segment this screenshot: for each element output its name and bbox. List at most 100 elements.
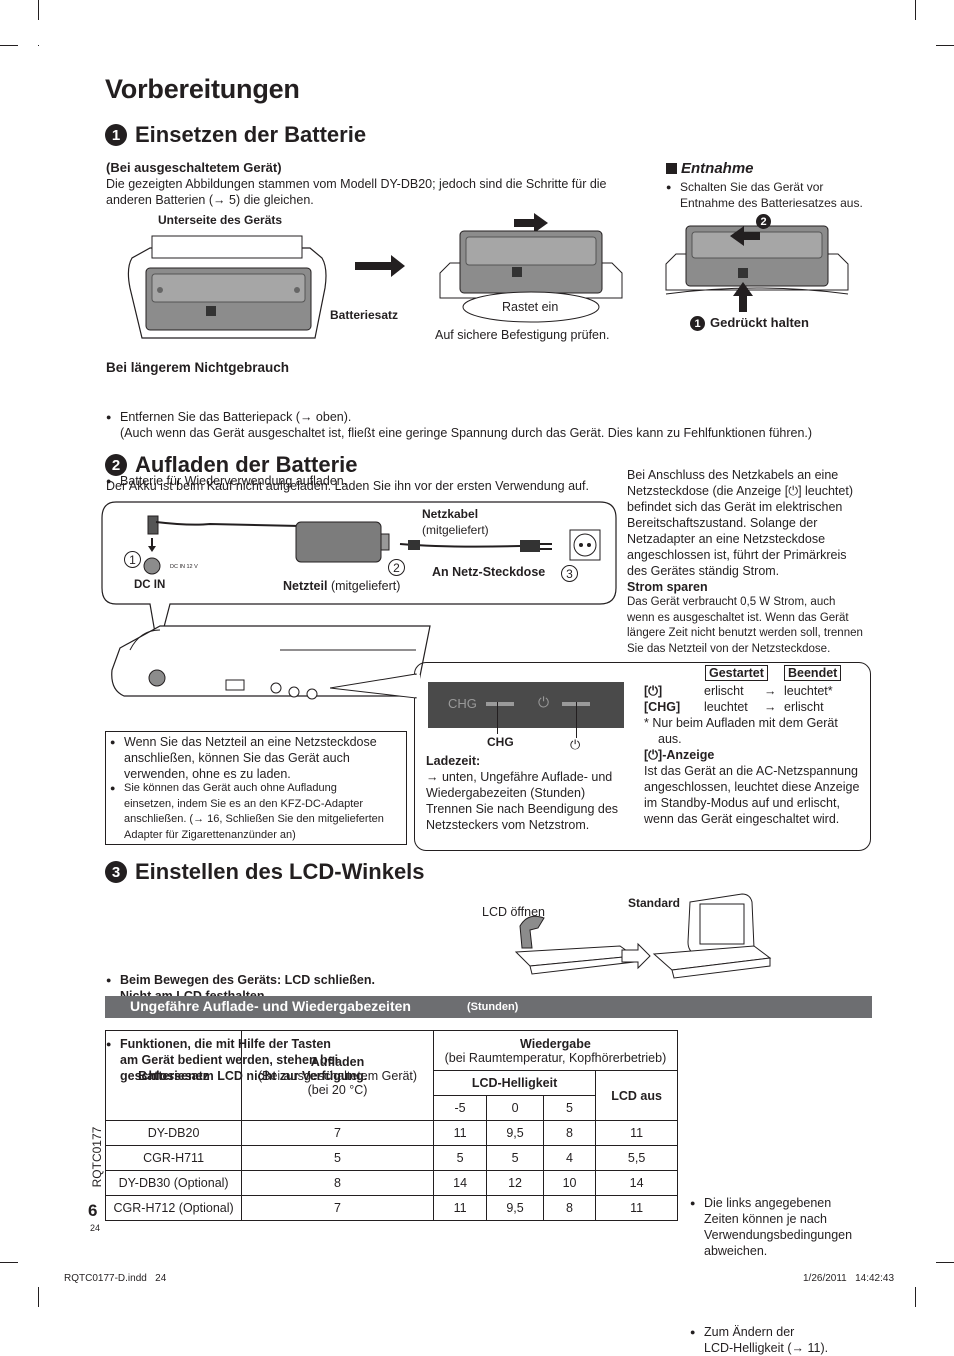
crop-mark: [936, 1262, 954, 1263]
charge-time-note: Ladezeit: → unten, Ungefähre Auflade- un…: [426, 753, 618, 833]
text-line: Zum Ändern der: [704, 1325, 795, 1339]
charge-time: 5: [241, 1145, 434, 1171]
play-time: 11: [432, 1120, 488, 1146]
nonuse-bullet: Batterie für Wiederverwendung aufladen.: [106, 473, 954, 489]
adapter-label-name: Netzteil: [283, 579, 328, 593]
text-line: Beim Bewegen des Geräts: LCD schließen.: [120, 973, 375, 987]
battery-name: CGR-H712 (Optional): [104, 1195, 243, 1221]
leader-line: [497, 702, 498, 734]
text-line: Netzadapter an eine Netzsteckdose: [627, 532, 826, 546]
header-brightness: LCD-Helligkeit: [432, 1070, 597, 1096]
text-line: Trennen Sie nach Beendigung des: [426, 802, 619, 816]
adapter-label-sub: (mitgeliefert): [330, 579, 401, 593]
header-lcd-off: LCD aus: [595, 1070, 678, 1121]
table-side-bullet: Die links angegebenen Zeiten können je n…: [690, 1195, 954, 1259]
text-line: Sie können das Gerät auch ohne Aufladung: [124, 782, 337, 794]
standard-label: Standard: [628, 896, 681, 910]
battery-removal-figure: [665, 225, 849, 312]
status-value: leuchtet: [704, 700, 748, 714]
play-time: 8: [542, 1120, 597, 1146]
times-banner-unit: (Stunden): [467, 1001, 519, 1013]
file-name: RQTC0177-D.indd 24: [64, 1273, 167, 1284]
text-line: Batterie für Wiederverwendung aufladen.: [120, 474, 348, 488]
play-time: 11: [432, 1195, 488, 1221]
status-row-label: [⏻]: [644, 684, 663, 698]
dc-in-label: DC IN: [134, 579, 166, 591]
play-time: 5,5: [595, 1145, 678, 1171]
header-playback-title: Wiedergabe: [520, 1036, 591, 1051]
text-line: Entnahme des Batteriesatzes aus.: [680, 196, 863, 210]
status-row-label: [CHG]: [644, 700, 681, 714]
header-charge-title: Aufladen: [310, 1054, 365, 1069]
section-title: Aufladen der Batterie: [135, 452, 358, 477]
charge-time: 7: [241, 1120, 434, 1146]
step-1-marker: 1: [124, 551, 141, 568]
section-number: 2: [105, 454, 127, 476]
lcd-angle-figure: [514, 893, 772, 979]
text-line: im Standby-Modus auf und erlischt,: [644, 796, 840, 810]
status-value: leuchtet*: [784, 684, 833, 698]
brightness-level: 0: [486, 1095, 544, 1121]
text-line: verwenden, ohne es zu laden.: [124, 767, 291, 781]
crop-mark: [915, 1287, 916, 1307]
table-row: CGR-H712 (Optional) 7 11 9,5 8 11: [104, 1195, 678, 1221]
times-banner-title: Ungefähre Auflade- und Wiedergabezeiten: [130, 998, 411, 1014]
crop-mark: [936, 45, 954, 46]
play-time: 5: [432, 1145, 488, 1171]
play-time: 9,5: [486, 1195, 544, 1221]
dc-in-small-label: DC IN 12 V: [170, 564, 198, 570]
device-underside-figure: [127, 235, 327, 339]
text-line: längere Zeit nicht benutzt werden soll, …: [627, 627, 863, 639]
indicator-note: [⏻]-Anzeige Ist das Gerät an die AC-Netz…: [644, 747, 859, 827]
play-time: 8: [542, 1195, 597, 1221]
text-line: aus.: [658, 732, 682, 746]
square-bullet-icon: [666, 163, 677, 174]
crop-mark: [38, 1287, 39, 1307]
battery-name: CGR-H711: [104, 1145, 243, 1171]
text-line: angeschlossen ist, führt der Primärkreis: [627, 548, 847, 562]
section-heading-lcd-angle: 3 Einstellen des LCD-Winkels: [105, 859, 425, 885]
text-line: → unten, Ungefähre Auflade- und: [426, 770, 613, 784]
print-date: 1/26/2011 14:42:43: [803, 1273, 895, 1284]
open-lcd-label: LCD öffnen: [482, 905, 546, 919]
times-banner: Ungefähre Auflade- und Wiedergabezeiten …: [105, 996, 872, 1018]
status-arrow: →: [764, 700, 777, 714]
text-line: Ist das Gerät an die AC-Netzspannung: [644, 764, 859, 778]
removal-title: Entnahme: [681, 160, 754, 177]
text-line: Schalten Sie das Gerät vor: [680, 180, 824, 194]
figure-label: Batteriesatz: [330, 308, 399, 322]
charge-time: 8: [241, 1170, 434, 1196]
status-header-finished: Beendet: [784, 665, 842, 681]
power-save-text: Das Gerät verbraucht 0,5 W Strom, auch w…: [627, 595, 863, 657]
play-time: 12: [486, 1170, 544, 1196]
leader-line: [576, 702, 577, 738]
power-cord-sublabel: (mitgeliefert): [422, 523, 489, 537]
nonuse-bullet: Entfernen Sie das Batteriepack (→ oben).…: [106, 409, 910, 441]
text-line: anschließen, können Sie das Gerät auch: [124, 751, 350, 765]
nonuse-title: Bei längerem Nichtgebrauch: [106, 360, 290, 375]
battery-name: DY-DB20: [104, 1120, 243, 1146]
callout-pointer: [330, 673, 420, 699]
status-footnote: * Nur beim Aufladen mit dem Gerät aus.: [644, 715, 838, 747]
power-cord-label: Netzkabel: [422, 507, 479, 521]
text-line: Bereitschaftszustand. Solange der: [627, 516, 818, 530]
crop-mark: [38, 45, 39, 46]
play-time: 9,5: [486, 1120, 544, 1146]
text-line: LCD-Helligkeit (→ 11).: [704, 1341, 829, 1355]
text-line: Verwendungsbedingungen: [704, 1228, 853, 1242]
section-number: 3: [105, 861, 127, 883]
text-line: Bei Anschluss des Netzkabels an eine: [627, 468, 839, 482]
header-charge-sub: (bei 20 °C): [307, 1082, 368, 1097]
status-arrow: →: [764, 684, 777, 698]
hold-label: Gedrückt halten: [710, 315, 809, 330]
notes-box: Wenn Sie das Netzteil an eine Netzsteckd…: [105, 731, 407, 845]
standby-text: Bei Anschluss des Netzkabels an eine Net…: [627, 467, 863, 657]
text-line: befindet sich das Gerät im elektrischen: [627, 500, 843, 514]
arrow-right-icon: [355, 255, 405, 277]
charge-time-title: Ladezeit:: [426, 754, 481, 768]
figure-label: Unterseite des Geräts: [158, 213, 283, 227]
play-time: 14: [432, 1170, 488, 1196]
adapter-connection-figure: [101, 501, 617, 700]
chg-label: CHG: [487, 735, 514, 749]
text-line: einsetzen, indem Sie es an den KFZ-DC-Ad…: [124, 797, 364, 810]
